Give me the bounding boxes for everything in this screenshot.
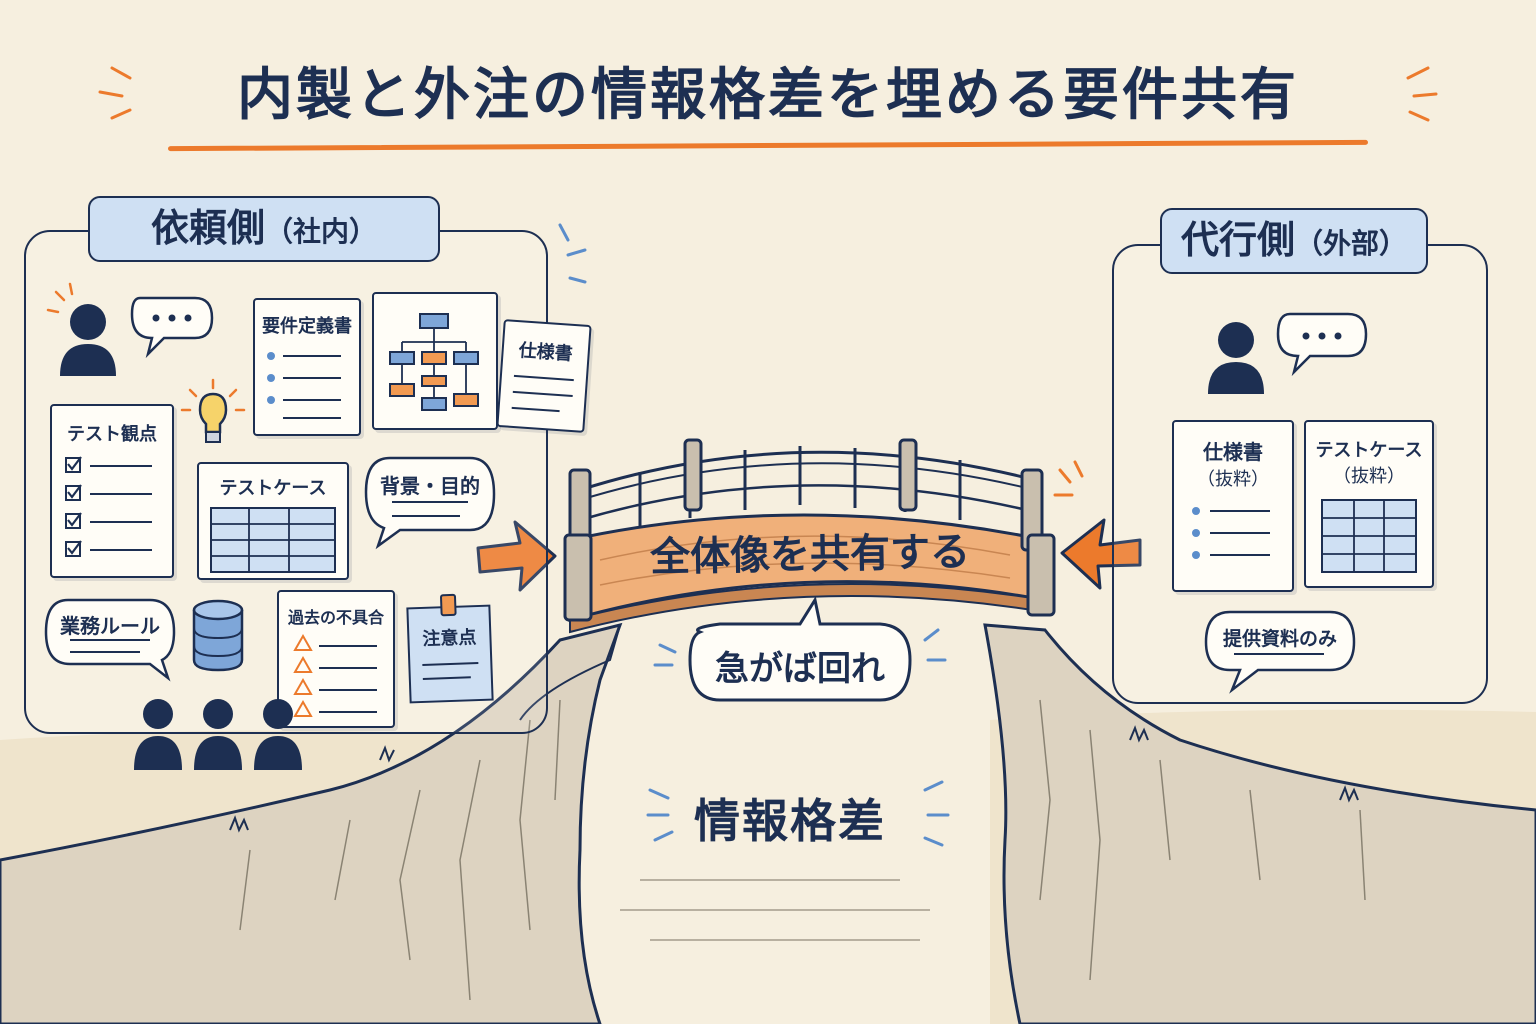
speech-bubble-icon <box>1276 312 1368 377</box>
business-rules-text: 業務ルール <box>60 614 160 638</box>
vendor-side-label: 代行側（外部） <box>1160 208 1428 274</box>
flowchart-doc <box>372 292 498 430</box>
text-lines <box>511 374 574 413</box>
person-icon <box>60 304 116 376</box>
checklist <box>65 456 152 557</box>
spec-excerpt-sub: （抜粋） <box>1197 469 1269 490</box>
test-cases-title: テストケース <box>219 478 327 499</box>
vendor-side-label-sub: （外部） <box>1295 227 1408 260</box>
bullet-list-lines <box>267 352 341 419</box>
lightbulb-icon <box>180 378 246 443</box>
page-title: 内製と外注の情報格差を埋める要件共有 <box>237 63 1299 128</box>
speech-bubble-icon <box>130 296 214 359</box>
requirements-doc-title: 要件定義書 <box>262 316 352 337</box>
testcase-excerpt-sub: （抜粋） <box>1333 466 1405 487</box>
client-side-label-sub: （社内） <box>265 215 378 248</box>
provided-only-text: 提供資料のみ <box>1222 628 1337 650</box>
proverb-text: 急がば回れ <box>715 649 885 689</box>
pin-icon <box>439 593 457 617</box>
grid-table-icon <box>1321 499 1417 573</box>
requirements-doc: 要件定義書 <box>253 298 361 436</box>
test-viewpoints-title: テスト観点 <box>67 424 157 445</box>
arrow-left-icon <box>1060 518 1142 590</box>
background-purpose-text: 背景・目的 <box>380 474 480 498</box>
test-viewpoints-doc: テスト観点 <box>50 404 174 578</box>
spec-doc: 仕様書 <box>496 319 592 433</box>
client-person-with-bubble <box>46 282 214 376</box>
bridge <box>563 438 1056 634</box>
warning-list <box>293 633 377 717</box>
bridge-label: 全体像を共有する <box>649 529 971 581</box>
vendor-person-with-bubble <box>1208 312 1368 394</box>
person-icon <box>1208 322 1264 394</box>
client-side-label: 依頼側（社内） <box>88 196 440 262</box>
business-rules-bubble <box>44 598 176 682</box>
cautions-note: 注意点 <box>406 593 494 704</box>
team-people <box>134 699 302 770</box>
testcase-excerpt-doc: テストケース （抜粋） <box>1304 420 1434 588</box>
proverb-bubble <box>688 596 912 702</box>
grid-table-icon <box>210 507 336 573</box>
flowchart-icon <box>389 313 479 411</box>
client-side-label-main: 依頼側 <box>150 206 265 250</box>
text-lines <box>422 662 479 680</box>
past-defects-title: 過去の不具合 <box>287 608 384 627</box>
database-icon <box>192 599 244 672</box>
person-icon <box>134 699 302 770</box>
provided-only-bubble <box>1204 610 1356 694</box>
background-purpose-bubble <box>364 456 496 550</box>
spec-excerpt-doc: 仕様書 （抜粋） <box>1172 420 1294 592</box>
checkbox-icon <box>67 456 82 555</box>
cautions-title: 注意点 <box>422 627 477 650</box>
arrow-right-icon <box>476 520 557 592</box>
past-defects-doc: 過去の不具合 <box>277 590 395 728</box>
spec-excerpt-title: 仕様書 <box>1203 440 1263 464</box>
vendor-side-label-main: 代行側 <box>1180 218 1295 262</box>
bullet-list-lines <box>1192 507 1270 559</box>
test-cases-doc: テストケース <box>197 462 349 580</box>
right-cliff <box>983 623 1536 1024</box>
testcase-excerpt-title: テストケース <box>1315 440 1423 461</box>
information-gap-label: 情報格差 <box>694 794 886 848</box>
warning-icon <box>293 633 313 717</box>
